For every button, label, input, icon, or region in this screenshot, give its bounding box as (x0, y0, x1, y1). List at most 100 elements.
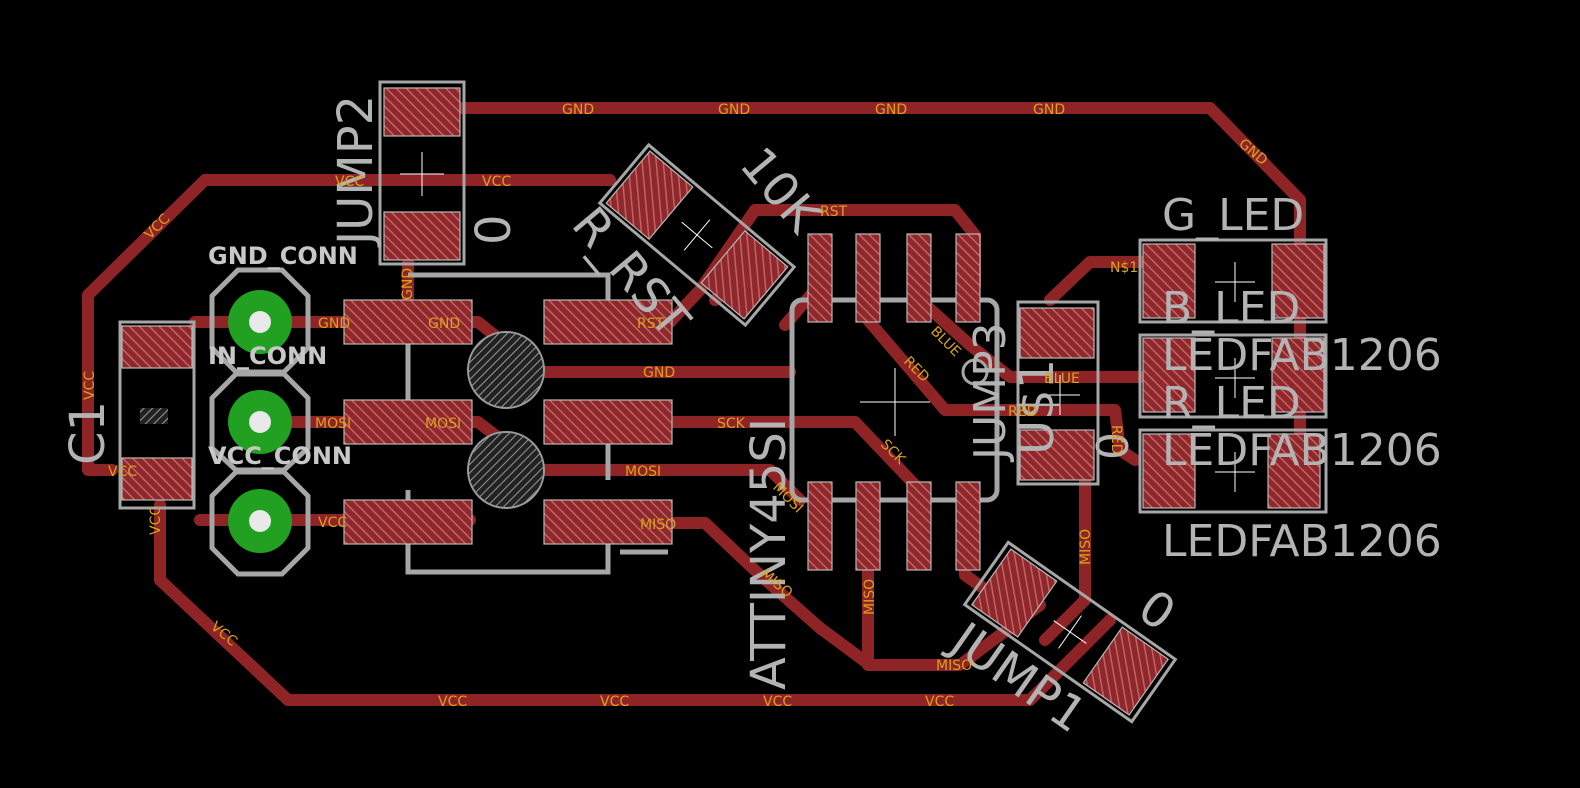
net-label-gnd-6: GND (318, 316, 350, 332)
trace-sck (664, 416, 921, 491)
net-label-vcc-4: VCC (82, 371, 98, 400)
attiny-pin-2 (855, 481, 881, 571)
net-label-sck-1: SCK (717, 416, 746, 432)
u1-pad-1 (1019, 307, 1095, 359)
g-led-label: G_LED (1162, 190, 1304, 241)
net-label-red-2: RED (1008, 404, 1037, 420)
attiny-pin-4 (955, 481, 981, 571)
net-label-miso-3: MISO (862, 579, 878, 615)
net-label-miso-1: MISO (640, 517, 676, 533)
capacitor-c1: C1 (60, 320, 196, 510)
jump3-label: JUMP3 (965, 322, 1016, 463)
u1-label: U$1 (1009, 359, 1065, 455)
header-pad-miso (543, 499, 673, 545)
net-label-vcc-2: VCC (482, 174, 511, 190)
vcc-conn-label: VCC_CONN (208, 442, 352, 470)
attiny-pin-5 (955, 233, 981, 323)
attiny-pin-8 (807, 233, 833, 323)
r-led-pad-1 (1142, 433, 1196, 509)
net-label-gnd-4: GND (1033, 102, 1065, 118)
attiny-body (789, 297, 1000, 503)
b-led-label: B_LED (1162, 283, 1300, 334)
trace-vcc-bottom (154, 499, 1116, 706)
g-led-pad-2 (1271, 243, 1325, 319)
led-r: R_LED LEDFAB1206 LEDFAB1206 (1138, 378, 1442, 567)
net-label-n1: N$1 (1110, 260, 1138, 276)
resistor-r-rst (597, 142, 797, 328)
net-label-vcc-8: VCC (438, 694, 467, 710)
gnd-conn-label: GND_CONN (208, 242, 358, 270)
attiny-pin-6 (906, 233, 932, 323)
net-label-rst-2: RST (637, 316, 665, 332)
b-led-pad-1 (1142, 337, 1196, 413)
trace-red (862, 314, 1141, 466)
jump1-pad-1 (971, 548, 1058, 638)
header-pad-gnd (343, 299, 473, 345)
net-label-mosi-3: MOSI (625, 464, 661, 480)
trace-blue (914, 294, 1146, 383)
attiny-pin-7 (855, 233, 881, 323)
in-conn-label: IN_CONN (208, 342, 327, 370)
c1-label: C1 (60, 401, 116, 465)
r-led-label: R_LED (1162, 378, 1301, 429)
net-label-miso-4: MISO (936, 658, 972, 674)
c1-body (140, 408, 168, 424)
attiny-pin-1 (807, 481, 833, 571)
c1-pad-1 (121, 325, 193, 369)
header-pad-vcc (343, 499, 473, 545)
part-u1: U$1 JUMP3 0 (965, 300, 1139, 486)
net-label-vcc-5: VCC (108, 464, 137, 480)
header-pad-mosi (343, 399, 473, 445)
net-label-blue-2: BLUE (1044, 371, 1080, 387)
header-hole-2 (467, 431, 545, 509)
jump2-outline (378, 80, 466, 266)
conn-outline-vcc (209, 467, 311, 577)
jump2-pad-1 (383, 87, 461, 137)
trace-miso-right (1039, 474, 1091, 646)
header-hole-1 (467, 331, 545, 409)
net-label-red-3: RED (1108, 425, 1124, 454)
chip-attiny45: ATTINY45SI (741, 233, 1000, 690)
net-label-mosi-2: MOSI (425, 416, 461, 432)
jump2-label: JUMP2 (328, 95, 384, 248)
r-rst-pad-1 (605, 150, 694, 241)
net-label-gnd-8: GND (643, 365, 675, 381)
net-label-rst-1: RST (820, 204, 848, 220)
jump1-pad-2 (1082, 626, 1169, 716)
jump3-value: 0 (1088, 432, 1139, 460)
net-label-gnd-7: GND (428, 316, 460, 332)
r-rst-pad-2 (700, 229, 789, 320)
net-label-sck-2: SCK (877, 437, 909, 469)
net-label-gnd-3: GND (875, 102, 907, 118)
header-pad-rst (543, 299, 673, 345)
net-label-vcc-6: VCC (148, 506, 164, 535)
net-label-vcc-9: VCC (600, 694, 629, 710)
c1-outline (118, 320, 196, 510)
led-g: G_LED (1138, 190, 1328, 324)
net-label-gnd-9: GND (400, 268, 416, 300)
net-label-vcc-11: VCC (925, 694, 954, 710)
g-led-pad-1 (1142, 243, 1196, 319)
trace-vcc-outer (82, 174, 616, 476)
b-led-value: LEDFAB1206 (1162, 425, 1442, 476)
u1-pad-2 (1019, 429, 1095, 481)
b-led-pad-2 (1271, 337, 1325, 413)
net-label-miso-5: MISO (1078, 529, 1094, 565)
trace-n1 (1044, 256, 1151, 306)
jump2-value: 0 (466, 214, 522, 245)
jump2-pad-2 (383, 211, 461, 261)
trace-miso-pad (664, 517, 1046, 671)
net-label-gnd-1: GND (562, 102, 594, 118)
g-led-value: LEDFAB1206 (1162, 330, 1442, 381)
jumper-jump1 (962, 540, 1178, 724)
net-label-gnd-2: GND (718, 102, 750, 118)
r-led-pad-2 (1267, 433, 1321, 509)
net-label-vcc-1: VCC (335, 174, 364, 190)
led-b: B_LED LEDFAB1206 (1138, 283, 1442, 419)
attiny-pin-3 (906, 481, 932, 571)
isp-header (343, 272, 673, 575)
header-pad-sck (543, 399, 673, 445)
r-led-value: LEDFAB1206 (1162, 516, 1442, 567)
net-label-mosi-1: MOSI (315, 416, 351, 432)
net-label-vcc-10: VCC (763, 694, 792, 710)
